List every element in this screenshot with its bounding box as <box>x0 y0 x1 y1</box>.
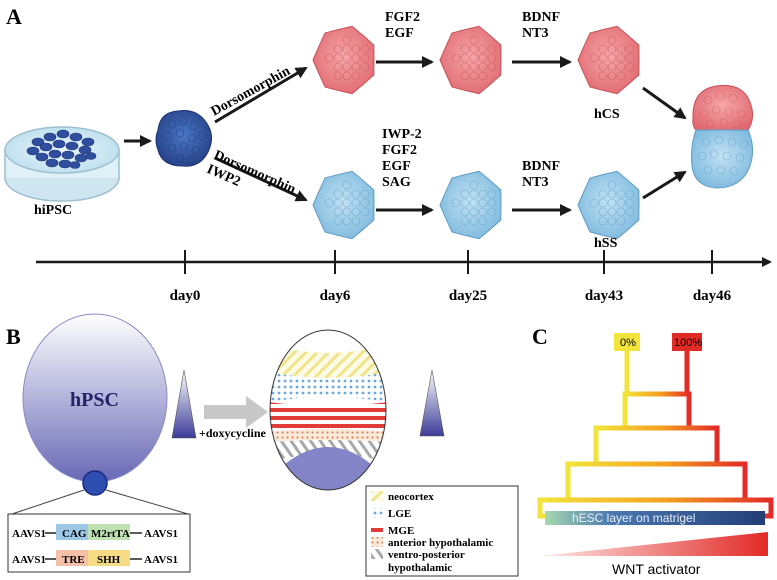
legend-lge: LGE <box>388 508 411 520</box>
lower-factor-iwp2: IWP-2 <box>382 127 422 142</box>
hesc-base-layer <box>545 511 765 525</box>
legend-neocortex: neocortex <box>388 491 434 503</box>
patterned-organoid <box>269 329 387 491</box>
organoid-icon <box>312 170 375 240</box>
organoid-icon <box>439 25 502 95</box>
organoid-icon <box>312 25 375 95</box>
construct-2-box2-label: SHH <box>97 554 121 566</box>
triangle-gradient-icon <box>171 369 197 439</box>
top-label-0: 0% <box>620 337 636 349</box>
panel-a-letter: A <box>6 4 22 29</box>
upper-branch-label: Dorsomorphin <box>209 64 293 120</box>
upper-factor-fgf2: FGF2 <box>385 10 420 25</box>
construct-1-box2 <box>88 524 130 540</box>
hss-label: hSS <box>594 236 618 251</box>
lower-factor-fgf2: FGF2 <box>382 143 417 158</box>
lower-factor-sag: SAG <box>382 175 411 190</box>
upper-factor-nt3: NT3 <box>522 26 548 41</box>
cell-label: hPSC <box>70 389 119 411</box>
zoom-line <box>105 489 189 515</box>
lower-organoid-row <box>312 170 640 240</box>
upper-organoid-row <box>312 25 640 95</box>
legend-swatch-mge <box>371 525 383 535</box>
label-box-0 <box>614 333 640 351</box>
doxycycline-arrow-icon <box>204 396 268 428</box>
construct-1-box1 <box>56 524 88 540</box>
triangle-gradient-icon <box>419 369 445 437</box>
organoid-icon <box>439 170 502 240</box>
organoid-icon <box>577 25 640 95</box>
upper-factor-bdnf: BDNF <box>522 10 560 25</box>
zoom-line <box>11 489 85 515</box>
panel-c-letter: C <box>532 324 548 349</box>
nucleus-icon <box>82 470 108 496</box>
pyramid-grid <box>537 391 774 519</box>
legend-swatch-lge <box>371 508 383 518</box>
timeline-label-day0: day0 <box>170 288 201 304</box>
legend-box <box>365 485 519 577</box>
construct-1-box1-label: CAG <box>62 528 87 540</box>
construct-2-box2 <box>88 550 130 566</box>
assembloid-icon <box>691 84 754 189</box>
arrow-icon <box>214 66 308 124</box>
panel-b-letter: B <box>6 324 21 349</box>
gradient-label: WNT activator <box>612 561 701 577</box>
label-box-100 <box>672 333 702 351</box>
panel-a: A hiPSC <box>4 4 772 304</box>
organoid-icon <box>577 170 640 240</box>
legend-hypothalamic: hypothalamic <box>388 562 452 574</box>
base-label: hESC layer on matrigel <box>572 511 695 525</box>
legend-swatch-ventro-posterior <box>371 549 383 559</box>
legend-swatch-anterior-hypothalamic <box>371 537 383 547</box>
construct-1-right: AAVS1 <box>144 528 178 540</box>
dish-label: hiPSC <box>34 203 72 218</box>
timeline-label-day43: day43 <box>585 288 623 304</box>
treatment-label: +doxycycline <box>199 426 267 440</box>
timeline-ticks: day0 day6 day25 day43 day46 <box>170 250 732 304</box>
construct-2-left: AAVS1 <box>12 554 46 566</box>
top-label-100: 100% <box>674 337 702 349</box>
arrow-icon <box>642 86 687 120</box>
organoid-icon <box>155 110 212 167</box>
arrow-icon <box>214 156 308 202</box>
construct-2-box1 <box>56 550 88 566</box>
wnt-gradient-ramp <box>540 532 768 556</box>
construct-2-box1-label: TRE <box>62 554 85 566</box>
construct-2-right: AAVS1 <box>144 554 178 566</box>
upper-factor-egf: EGF <box>385 26 414 41</box>
hcs-label: hCS <box>594 107 620 122</box>
lower-factor-bdnf: BDNF <box>522 159 560 174</box>
timeline-label-day6: day6 <box>320 288 351 304</box>
legend-ventro-posterior: ventro-posterior <box>388 549 465 561</box>
timeline-label-day25: day25 <box>449 288 487 304</box>
arrow-icon <box>642 170 687 200</box>
panel-c: C 0% 100% hESC layer on matrigel W <box>532 324 774 577</box>
petri-dish-icon <box>4 126 120 202</box>
construct-1-left: AAVS1 <box>12 528 46 540</box>
panel-b: B hPSC AAVS1 CAG M2rtTA AAVS1 AAVS1 TRE … <box>6 313 519 577</box>
construct-1-box2-label: M2rtTA <box>91 528 130 540</box>
legend-swatch-neocortex <box>371 491 383 501</box>
legend-mge: MGE <box>388 525 414 537</box>
lower-factor-egf: EGF <box>382 159 411 174</box>
timeline-label-day46: day46 <box>693 288 732 304</box>
lower-factor-nt3: NT3 <box>522 175 548 190</box>
legend-anterior-hypothalamic: anterior hypothalamic <box>388 537 493 549</box>
